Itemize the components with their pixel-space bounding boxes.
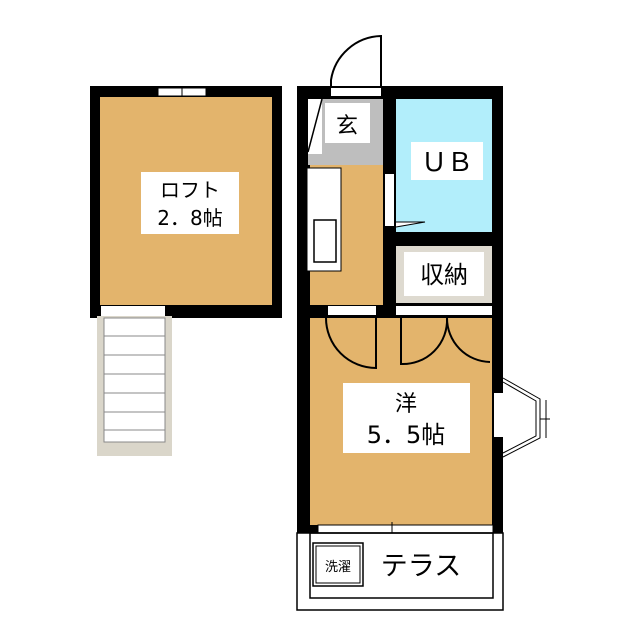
terrace: 洗濯 テラス: [296, 532, 504, 611]
entrance: 玄: [307, 98, 383, 165]
loft-room: ロフト 2．8帖: [90, 86, 282, 318]
storage-label: 収納: [420, 261, 468, 289]
closet-door-right: [446, 317, 491, 363]
bath-room: ＵＢ: [385, 99, 492, 232]
room-size: 5．5帖: [367, 421, 446, 449]
stairs: [97, 316, 172, 456]
room-door: [325, 317, 377, 370]
storage: 収納: [396, 246, 492, 303]
sink-icon: [313, 219, 337, 263]
entry-door[interactable]: [330, 34, 382, 96]
closet-door-left: [400, 317, 449, 366]
loft-name: ロフト: [160, 178, 220, 202]
bay-window: [494, 377, 550, 458]
entrance-label: 玄: [336, 114, 358, 139]
terrace-label: テラス: [381, 551, 461, 582]
kitchen: [306, 165, 383, 305]
laundry-label: 洗濯: [325, 560, 351, 575]
bath-label: ＵＢ: [421, 148, 473, 178]
bath-door: [385, 174, 394, 226]
laundry-space: [312, 542, 364, 587]
room-name: 洋: [395, 392, 417, 417]
loft-size: 2．8帖: [157, 206, 222, 230]
western-room: 洋 5．5帖: [310, 317, 492, 525]
loft-opening: [101, 306, 165, 316]
